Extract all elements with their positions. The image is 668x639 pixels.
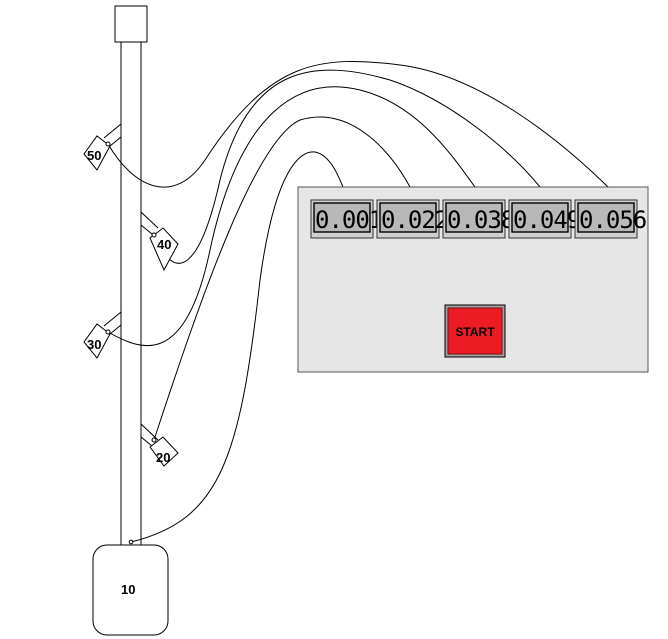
display-screen bbox=[577, 202, 635, 233]
display-value: 0.049 bbox=[513, 206, 580, 234]
display-screen bbox=[379, 202, 437, 233]
display-value: 0.001 bbox=[315, 206, 382, 234]
sensor-label: 50 bbox=[87, 148, 101, 163]
timer-display-1: 0.001 bbox=[310, 199, 383, 239]
base-box bbox=[92, 544, 169, 636]
sensor-connector bbox=[105, 141, 111, 147]
sensor-bracket bbox=[140, 423, 159, 441]
tube-top-cap[interactable] bbox=[114, 5, 148, 43]
base-unit[interactable]: 10 bbox=[92, 539, 169, 636]
sensor-label: 40 bbox=[157, 237, 171, 252]
display-screen bbox=[511, 202, 569, 233]
sensor-bracket bbox=[109, 136, 122, 147]
start-button-face[interactable] bbox=[447, 307, 503, 355]
timer-display-2: 0.022 bbox=[376, 199, 449, 239]
sensor-connector bbox=[151, 232, 157, 238]
sensor-bracket bbox=[109, 324, 122, 335]
timer-display-3: 0.038 bbox=[442, 199, 515, 239]
sensor-housing bbox=[149, 436, 179, 467]
timer-panel: 0.001 0.022 0.038 0.049 0.056 START bbox=[297, 186, 649, 373]
sensor-50[interactable]: 50 bbox=[83, 123, 122, 171]
base-label: 10 bbox=[121, 582, 135, 597]
timer-display-4: 0.049 bbox=[508, 199, 581, 239]
start-button-label[interactable]: START bbox=[455, 325, 495, 339]
sensor-bracket bbox=[140, 224, 153, 235]
wire-sensor-50 bbox=[107, 60, 609, 188]
sensor-housing bbox=[83, 135, 111, 171]
sensor-bracket bbox=[103, 123, 122, 139]
tube-body bbox=[120, 41, 142, 547]
drop-tube bbox=[114, 5, 148, 547]
wire-sensor-30 bbox=[107, 86, 476, 346]
sensor-30[interactable]: 30 bbox=[83, 311, 122, 359]
sensor-label: 30 bbox=[87, 337, 101, 352]
wire-base bbox=[130, 151, 344, 543]
display-value: 0.022 bbox=[381, 206, 448, 234]
base-connector bbox=[128, 539, 134, 545]
sensor-bracket bbox=[103, 311, 122, 327]
wire-sensor-40 bbox=[153, 69, 541, 264]
display-value: 0.056 bbox=[579, 206, 646, 234]
display-screen bbox=[445, 202, 503, 233]
sensor-wires bbox=[107, 60, 609, 543]
sensor-40[interactable]: 40 bbox=[140, 211, 179, 272]
sensor-connector bbox=[151, 437, 157, 443]
sensor-housing bbox=[149, 227, 179, 272]
sensor-20[interactable]: 20 bbox=[140, 423, 179, 467]
sensor-housing bbox=[83, 323, 111, 359]
wire-sensor-20 bbox=[153, 116, 411, 441]
timer-display-5: 0.056 bbox=[574, 199, 647, 239]
sensor-bracket bbox=[140, 211, 159, 229]
display-screen bbox=[313, 202, 371, 233]
display-value: 0.038 bbox=[447, 206, 514, 234]
sensor-bracket bbox=[140, 436, 153, 447]
sensor-label: 20 bbox=[156, 450, 170, 465]
start-button[interactable]: START bbox=[444, 304, 506, 358]
sensor-connector bbox=[105, 329, 111, 335]
